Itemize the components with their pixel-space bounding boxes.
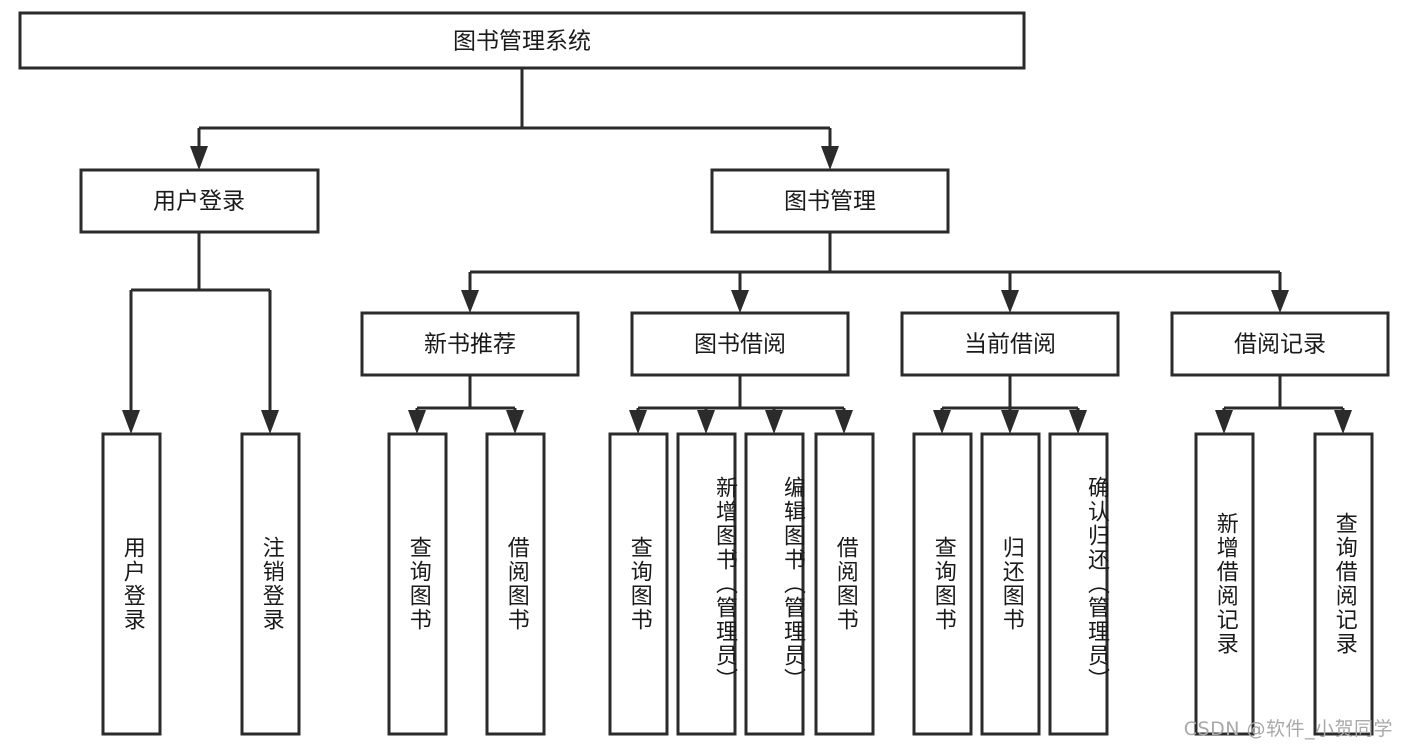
arrowhead-leaf-newbook-1 [408,410,426,434]
node-book-manage-label: 图书管理 [784,189,876,215]
node-leaf-book-borrow-2-box[interactable] [676,432,737,736]
node-leaf-current-borrow-2-box[interactable] [980,432,1041,736]
node-leaf-new-book-2-box[interactable] [485,432,546,736]
connectors-layer [122,68,1352,434]
node-borrow-record-label: 借阅记录 [1234,332,1326,358]
node-leaf-book-borrow-3-box[interactable] [744,432,805,736]
node-root[interactable]: 图书管理系统 [18,11,1026,70]
node-book-manage[interactable]: 图书管理 [710,168,950,234]
arrowhead-leaf-borrowrecord-2 [1334,410,1352,434]
node-book-borrow-label: 图书借阅 [694,332,786,358]
arrowhead-book-borrow [731,290,749,313]
csdn-watermark: CSDN @软件_小贺同学 [1183,718,1393,740]
arrowhead-leaf-newbook-2 [506,410,524,434]
node-new-book-recommend-label: 新书推荐 [424,332,516,358]
node-current-borrow-label: 当前借阅 [964,332,1056,358]
node-leaf-borrow-record-1-box[interactable] [1194,432,1255,736]
node-book-borrow-box[interactable] [630,311,850,377]
arrowhead-leaf-bookborrow-2 [697,410,715,434]
node-new-book-recommend[interactable]: 新书推荐 [360,311,580,377]
node-leaf-book-borrow-1-box[interactable] [608,432,669,736]
arrowhead-leaf-bookborrow-3 [765,410,783,434]
arrowhead-leaf-currentborrow-3 [1069,410,1087,434]
arrowhead-user-login [190,146,208,170]
node-root-label: 图书管理系统 [453,29,591,55]
node-root-box[interactable] [18,11,1026,70]
node-leaf-current-borrow-1-box[interactable] [912,432,973,736]
node-book-manage-box[interactable] [710,168,950,234]
arrowhead-borrow-record [1271,290,1289,313]
node-leaf-new-book-1-box[interactable] [387,432,448,736]
arrowhead-leaf-currentborrow-2 [1001,410,1019,434]
arrowhead-leaf-bookborrow-1 [629,410,647,434]
arrowhead-leaf-user-login-1 [122,410,140,434]
node-leaf-borrow-record-2-box[interactable] [1313,432,1374,736]
node-leaf-user-login-2-box[interactable] [240,432,301,736]
node-current-borrow-box[interactable] [900,311,1120,377]
node-borrow-record-box[interactable] [1170,311,1390,377]
node-borrow-record[interactable]: 借阅记录 [1170,311,1390,377]
node-current-borrow[interactable]: 当前借阅 [900,311,1120,377]
node-user-login-box[interactable] [79,168,320,234]
arrowhead-leaf-user-login-2 [261,410,279,434]
node-book-borrow[interactable]: 图书借阅 [630,311,850,377]
node-user-login-label: 用户登录 [153,189,245,215]
arrowhead-leaf-currentborrow-1 [933,410,951,434]
arrowhead-new-book [461,290,479,313]
node-leaf-current-borrow-3-box[interactable] [1048,432,1109,736]
arrowhead-current-borrow [1001,290,1019,313]
node-user-login[interactable]: 用户登录 [79,168,320,234]
arrowhead-book-manage [821,146,839,170]
arrowhead-leaf-borrowrecord-1 [1215,410,1233,434]
node-new-book-recommend-box[interactable] [360,311,580,377]
node-leaf-user-login-1-box[interactable] [101,432,162,736]
node-leaf-book-borrow-4-box[interactable] [814,432,875,736]
arrowhead-leaf-bookborrow-4 [835,410,853,434]
